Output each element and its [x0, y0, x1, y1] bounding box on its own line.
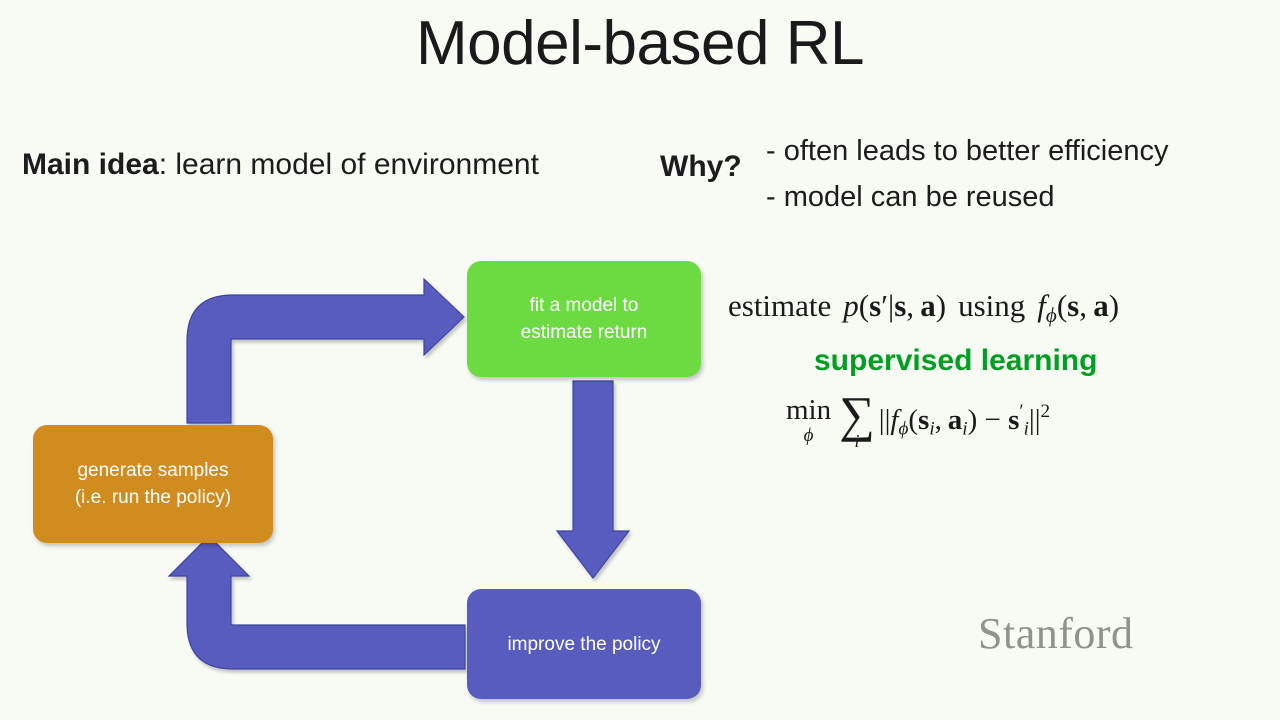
- flow-box-improve-policy-line1: improve the policy: [507, 633, 661, 655]
- equation-estimate-connector: using: [958, 288, 1026, 323]
- flow-box-improve-policy[interactable]: improve the policy: [467, 589, 701, 699]
- flow-box-generate-samples-line2: (i.e. run the policy): [74, 487, 232, 508]
- flow-box-generate-samples[interactable]: generate samples (i.e. run the policy): [33, 425, 273, 543]
- summation-symbol: ∑: [839, 386, 875, 442]
- why-bullet-1: - often leads to better efficiency: [766, 135, 1169, 167]
- arrow-generate-to-fit: [186, 277, 465, 424]
- flow-box-fit-model[interactable]: fit a model to estimate return: [467, 261, 701, 377]
- supervised-learning-label: supervised learning: [814, 344, 1098, 377]
- summation-operator: ∑ i: [839, 386, 875, 451]
- why-bullet-2: - model can be reused: [766, 181, 1055, 213]
- why-bullet-list: - often leads to better efficiency - mod…: [766, 128, 1168, 220]
- main-idea-label: Main idea: [22, 148, 159, 181]
- flow-box-fit-model-line2: estimate return: [520, 322, 648, 343]
- min-operator: min ϕ: [786, 394, 832, 447]
- main-idea-line: Main idea: learn model of environment: [22, 148, 539, 182]
- objective-expression: ||fϕ(si, ai) − s′i||2: [878, 400, 1051, 440]
- main-idea-text: : learn model of environment: [158, 148, 539, 181]
- why-label: Why?: [660, 150, 742, 183]
- arrow-fit-to-improve: [555, 380, 631, 579]
- flow-box-fit-model-line1: fit a model to: [529, 295, 639, 316]
- flow-box-generate-samples-line1: generate samples: [77, 460, 229, 481]
- min-operator-subscript: ϕ: [803, 425, 814, 447]
- stanford-wordmark: Stanford: [978, 609, 1134, 658]
- equation-objective: min ϕ ∑ i ||fϕ(si, ai) − s′i||2: [786, 386, 1051, 451]
- page-title: Model-based RL: [416, 9, 864, 78]
- arrow-improve-to-generate: [167, 535, 466, 670]
- equation-estimate-prefix: estimate: [728, 288, 832, 323]
- summation-index: i: [854, 431, 860, 451]
- min-operator-symbol: min: [786, 394, 832, 427]
